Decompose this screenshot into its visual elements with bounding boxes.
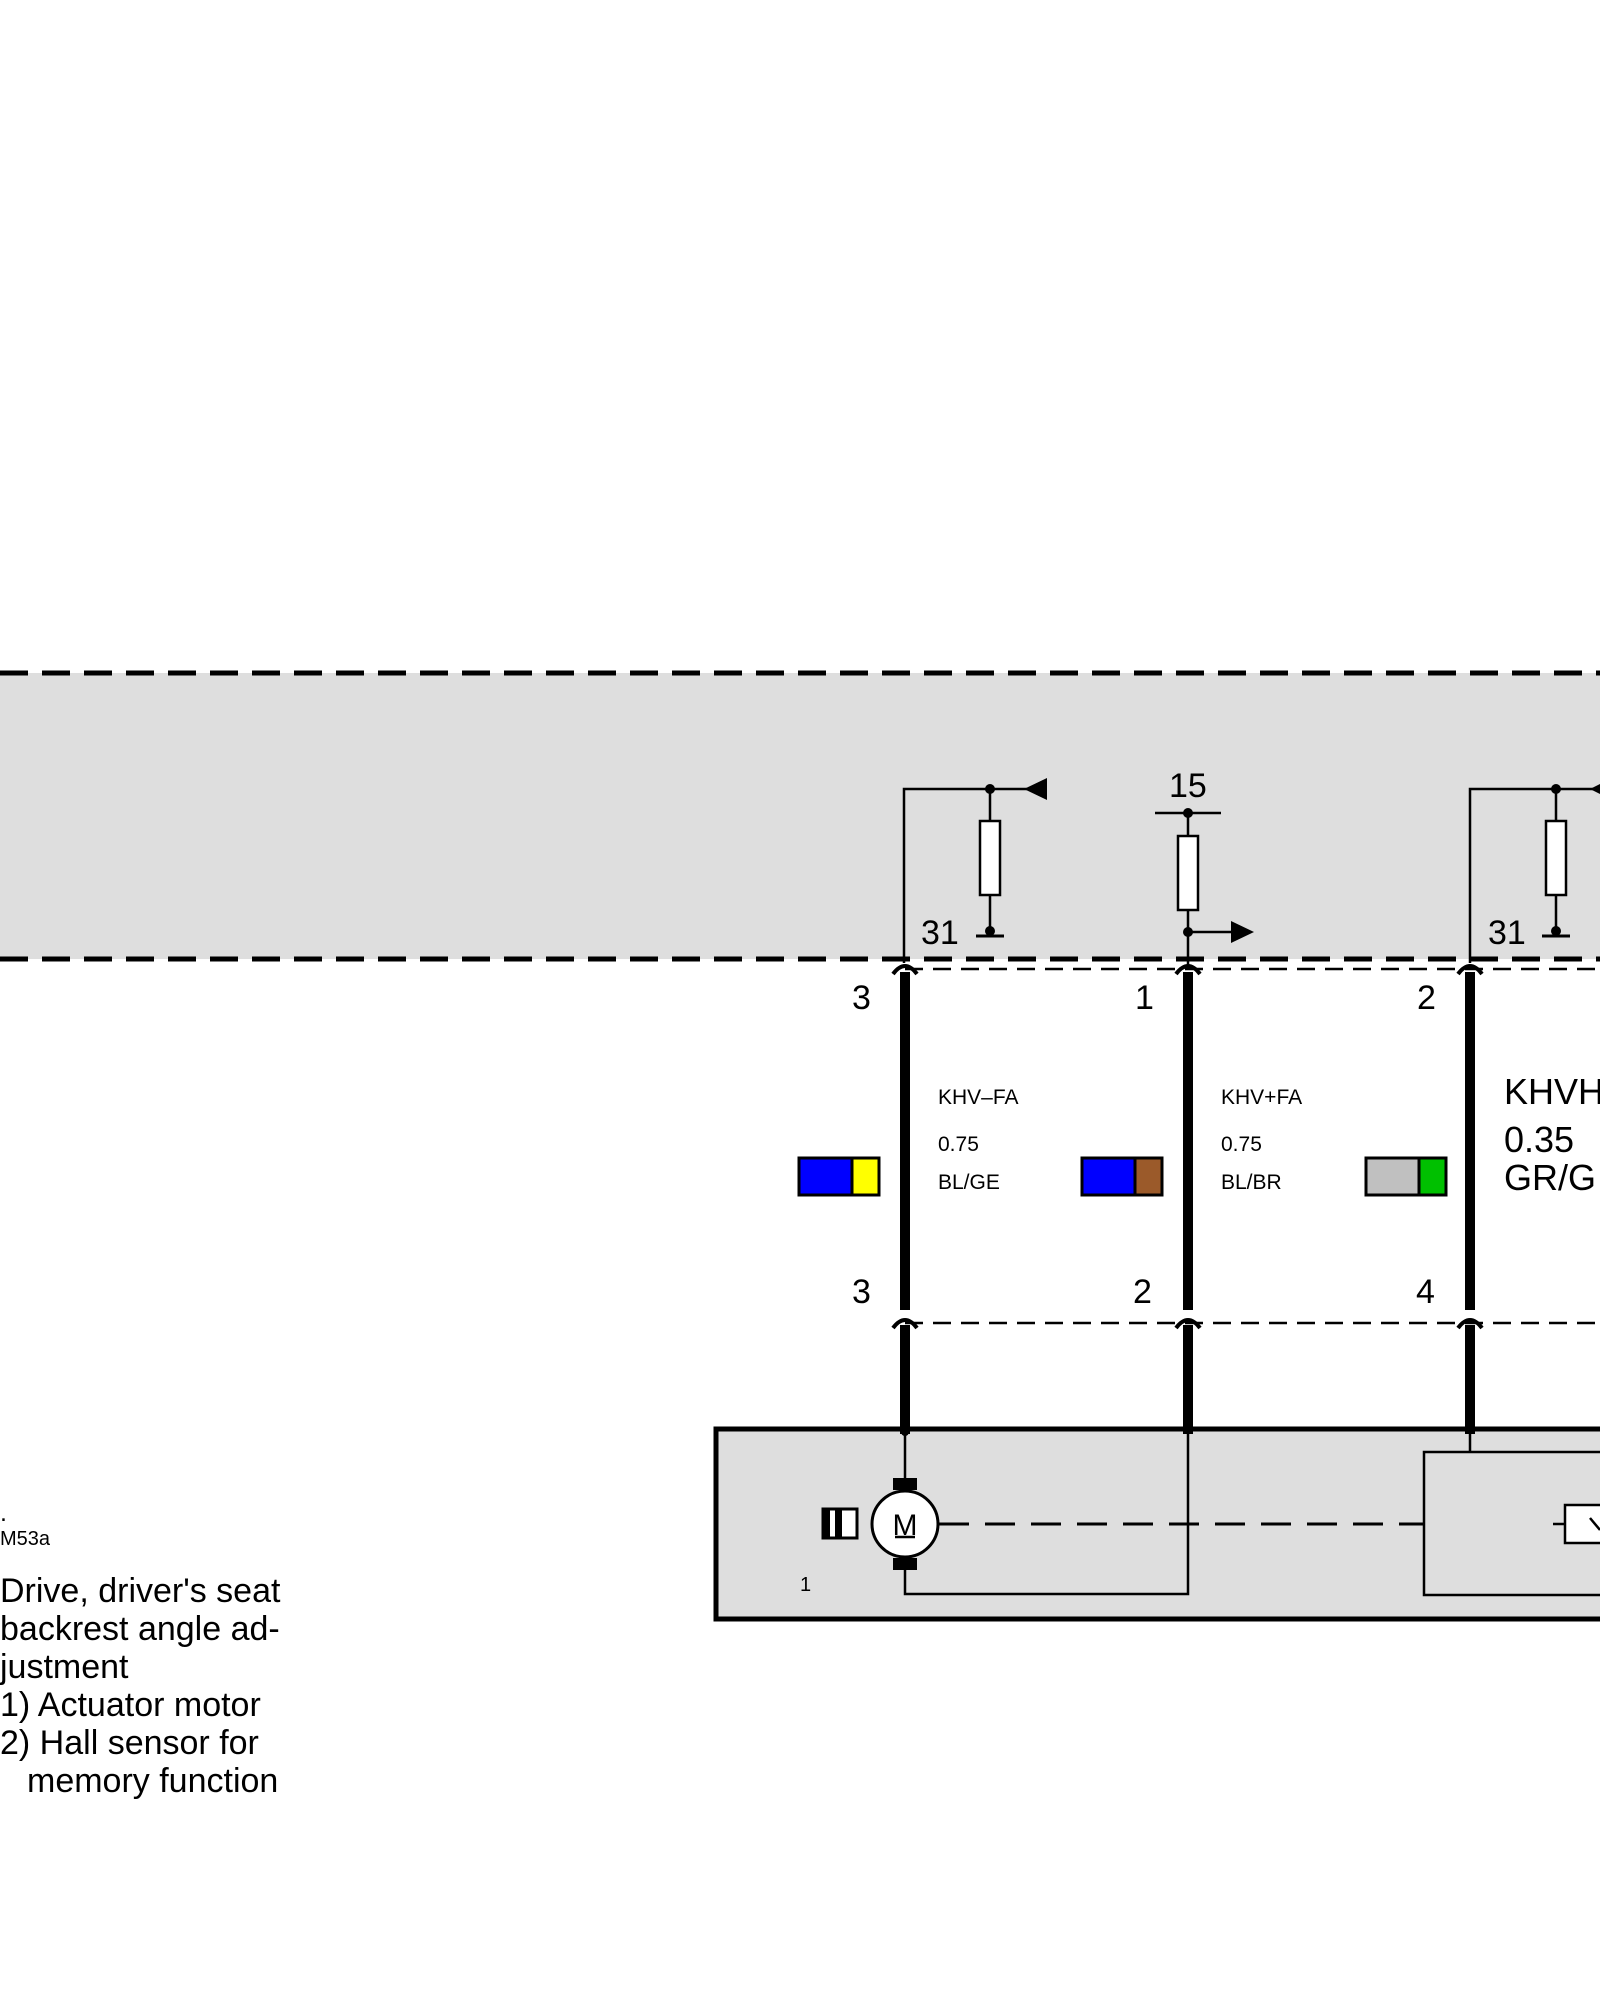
junction-dot [985,784,995,794]
wire-color-code-2: BL/BR [1221,1171,1282,1194]
wire-khvh [1364,964,1484,1434]
wire-color-swatch-stripe [1135,1159,1161,1194]
wire-color-swatch-primary [800,1159,853,1194]
ground-resistor-left [902,787,1030,963]
wire-khv-minus-fa [797,964,919,1434]
wire-name-2: KHV+FA [1221,1086,1302,1109]
component-legend: . M53a Drive, driver's seat backrest ang… [0,1500,320,1800]
terminal-31-right: 31 [1488,914,1526,952]
pin-bottom-wire-2: 2 [1133,1273,1152,1311]
wire-khv-plus-fa [1080,963,1202,1434]
junction-dot [1551,926,1561,936]
junction-dot [901,1428,909,1436]
legend-item-hall-sensor: 2) Hall sensor for [0,1724,259,1762]
wire-color-swatch-primary [1083,1159,1136,1194]
control-unit-housing [0,673,1600,959]
component-title-line-3: justment [0,1648,129,1686]
junction-dot [1551,784,1561,794]
wire-color-swatch-stripe [1419,1159,1445,1194]
terminal-31-left: 31 [921,914,959,952]
terminal-15: 15 [1169,767,1207,805]
hall-sensor-box [1422,1432,1600,1597]
wire-color-swatch-stripe [852,1159,878,1194]
junction-dot [1183,927,1193,937]
legend-prefix: . [0,1499,7,1527]
drive-component-box [713,1426,1600,1622]
wire-color-code-1: BL/GE [938,1171,1000,1194]
pin-bottom-wire-1: 3 [852,1273,871,1311]
pin-top-wire-1: 3 [852,979,871,1017]
pin-bottom-wire-3: 4 [1416,1273,1435,1311]
junction-dot [985,926,995,936]
component-title-line-1: Drive, driver's seat [0,1572,281,1610]
wire-name-1: KHV–FA [938,1086,1019,1109]
arrow-right-icon [1231,921,1254,943]
wire-gauge-1: 0.75 [938,1133,979,1156]
motor-symbol: M [893,1509,918,1542]
wire-gauge-3: 0.35 [1504,1119,1574,1160]
component-code: M53a [0,1528,51,1550]
actuator-motor [870,1432,1424,1596]
ground-resistor-right [1468,787,1600,963]
wire-color-code-3: GR/G [1504,1157,1596,1198]
wire-gauge-2: 0.75 [1221,1133,1262,1156]
pin-top-wire-2: 1 [1135,979,1154,1017]
legend-item-hall-sensor-continuation: memory function [27,1762,279,1800]
arrow-left-icon [1590,784,1600,794]
legend-item-actuator-motor: 1) Actuator motor [0,1686,261,1724]
pin-top-wire-3: 2 [1417,979,1436,1017]
component-title-line-2: backrest angle ad- [0,1610,280,1648]
actuator-symbol-icon [821,1507,859,1540]
wire-color-swatch-primary [1367,1159,1420,1194]
wire-name-3: KHVH [1504,1071,1600,1112]
arrow-left-icon [1024,778,1047,800]
junction-dot [1183,808,1193,818]
motor-pin-label: 1 [800,1574,811,1596]
